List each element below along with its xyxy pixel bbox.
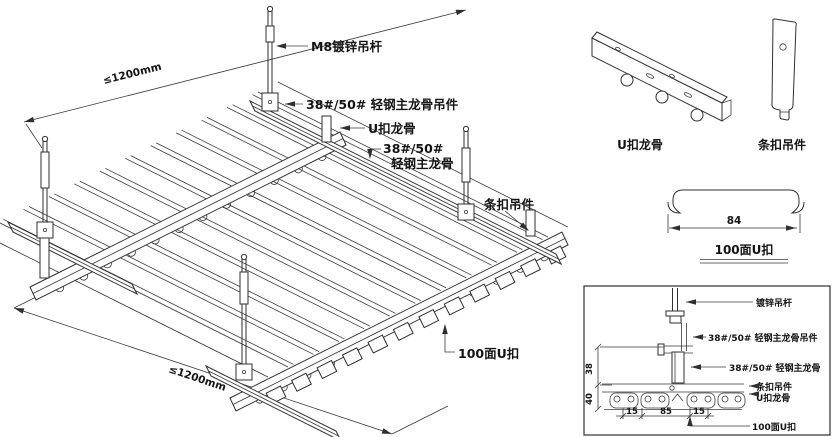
u-keel-front-face [591, 37, 723, 122]
panel-profile-section: 84 100面U扣 [667, 189, 805, 264]
section-nut [665, 310, 685, 317]
panel-bulb [686, 392, 716, 409]
carrier-midline [32, 138, 344, 294]
u-keel-hook [690, 108, 704, 122]
strip-hanger [39, 237, 50, 279]
section-hanger-strip [681, 323, 687, 351]
section-rod [672, 288, 678, 311]
dim-top-label: ≤1200mm [102, 61, 163, 87]
detail-strip-hanger-part: 条扣吊件 [757, 18, 806, 152]
u-keel-hole [669, 73, 675, 79]
section-main-keel [671, 351, 685, 384]
dim-top-line [23, 9, 467, 149]
carrier-scallops [55, 154, 327, 293]
label-keel-hanger: 38#/50# 轻钢主龙骨吊件 [306, 97, 459, 112]
rod-turnbuckle [265, 25, 275, 43]
section-border [583, 285, 831, 436]
section-carrier-hole [669, 385, 675, 391]
rod-eye [266, 5, 274, 13]
panel-bulb [640, 392, 670, 409]
keel-hanger-bracket [235, 363, 253, 381]
u-keel-carrier-front [229, 231, 569, 412]
caption-u-keel: U扣龙骨 [617, 137, 663, 152]
hanger-rod-4 [235, 253, 253, 381]
rod-turnbuckle [239, 271, 249, 305]
hanger-rod-3 [457, 125, 475, 221]
caption-profile: 100面U扣 [715, 242, 774, 257]
section-nut-lower [669, 315, 682, 324]
panel-end-tabs [265, 245, 567, 405]
rod-eye [240, 253, 248, 261]
carrier-midline [232, 238, 566, 405]
rod-turnbuckle [461, 147, 471, 183]
keel-inner-line [249, 100, 562, 265]
rod-eye [41, 135, 49, 143]
section-label-main-keel: 38#/50# 轻钢主龙骨 [729, 362, 821, 374]
hanger-rods [36, 5, 475, 381]
strip-hangers [39, 115, 536, 279]
rod-eye [462, 125, 470, 133]
dim-85: 85 [660, 407, 672, 417]
strip-hanger-hole [779, 43, 787, 51]
hanger-rod-1 [36, 135, 54, 239]
keel-inner-line [7, 221, 138, 295]
dim-38: 38 [585, 363, 595, 375]
label-strip-hanger: 条扣吊件 [483, 197, 535, 212]
label-main-keel-line2: 轻钢主龙骨 [391, 156, 454, 171]
section-label-strip-hanger: 条扣吊件 [755, 381, 792, 393]
section-label-u-keel: U扣龙骨 [756, 392, 790, 404]
dim-bottom-label: ≤1200mm [167, 363, 228, 393]
strip-hanger [525, 209, 536, 237]
u-keel-hook [620, 73, 634, 87]
dim-bottom-line [13, 266, 449, 435]
main-isometric-view: M8镀锌吊杆 38#/50# 轻钢主龙骨吊件 U扣龙骨 38#/50# 轻钢主龙… [0, 5, 569, 437]
u-keel-slot [683, 92, 693, 98]
u-keel-hook [655, 90, 669, 104]
keel-hanger-bracket [36, 221, 54, 239]
strip-hanger [321, 115, 332, 143]
section-label-rod: 镀锌吊杆 [756, 297, 792, 309]
strip-hanger-body [771, 18, 797, 121]
section-detail-box: 38 40 15 85 15 镀锌吊杆 38#/50# 轻钢主龙骨吊件 38#/… [583, 285, 831, 436]
profile-width-dim: 84 [727, 215, 742, 227]
dim-15a: 15 [626, 407, 638, 417]
dim-40: 40 [585, 393, 595, 405]
section-panel-bulbs [604, 392, 746, 410]
dim-15b: 15 [693, 407, 705, 417]
section-carrier [602, 383, 744, 393]
section-label-keel-hanger: 38#/50# 轻钢主龙骨吊件 [708, 332, 818, 344]
panel-bulb [717, 392, 746, 409]
section-label-panel: 100面U扣 [752, 421, 796, 433]
u-keel-hole [615, 46, 621, 52]
label-m8-rod: M8镀锌吊杆 [311, 39, 383, 54]
keel-hanger-bracket [261, 92, 279, 112]
panel-strips [0, 81, 569, 378]
keel-hanger-bracket [457, 203, 475, 221]
main-keel-C [204, 364, 340, 437]
detail-u-keel-part: U扣龙骨 [591, 31, 732, 152]
label-main-keel-line1: 38#/50# [383, 141, 443, 156]
panel-bulb [609, 392, 639, 409]
dimension-lines [13, 9, 467, 435]
u-profile-outline [667, 189, 805, 214]
keel-inner-line [205, 365, 340, 437]
section-dimensions: 38 40 15 85 15 [585, 343, 714, 420]
section-clip-bolt [657, 343, 665, 356]
u-keel-slot [645, 73, 655, 79]
hanger-rod-2 [261, 5, 279, 112]
label-u-keel: U扣龙骨 [368, 121, 416, 136]
u-keel-carrier-upper [29, 131, 347, 301]
caption-strip-hanger: 条扣吊件 [757, 137, 806, 152]
label-panel: 100面U扣 [458, 346, 519, 361]
rod-turnbuckle [40, 151, 50, 189]
